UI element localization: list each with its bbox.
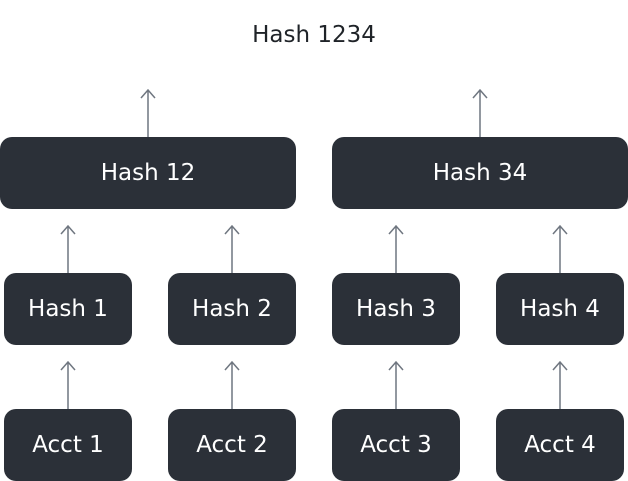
arrow-acct1-to-hash1	[60, 360, 76, 409]
node-label: Acct 1	[32, 432, 104, 458]
node-label: Hash 2	[192, 296, 272, 322]
node-label: Hash 1	[28, 296, 108, 322]
arrow-acct3-to-hash3	[388, 360, 404, 409]
node-hash-3: Hash 3	[332, 273, 460, 345]
node-label: Acct 3	[360, 432, 432, 458]
arrow-hash12-to-root	[140, 88, 156, 137]
node-acct-3: Acct 3	[332, 409, 460, 481]
node-label: Hash 4	[520, 296, 600, 322]
node-hash-4: Hash 4	[496, 273, 624, 345]
node-hash-34: Hash 34	[332, 137, 628, 209]
arrow-acct4-to-hash4	[552, 360, 568, 409]
node-acct-1: Acct 1	[4, 409, 132, 481]
node-label: Hash 34	[432, 160, 528, 186]
arrow-hash1-to-hash12	[60, 224, 76, 273]
node-acct-2: Acct 2	[168, 409, 296, 481]
node-hash-2: Hash 2	[168, 273, 296, 345]
arrow-hash3-to-hash34	[388, 224, 404, 273]
arrow-hash2-to-hash12	[224, 224, 240, 273]
arrow-hash4-to-hash34	[552, 224, 568, 273]
node-label: Acct 4	[524, 432, 596, 458]
root-hash-label: Hash 1234	[252, 22, 376, 48]
node-hash-1: Hash 1	[4, 273, 132, 345]
arrow-acct2-to-hash2	[224, 360, 240, 409]
node-hash-12: Hash 12	[0, 137, 296, 209]
node-label: Acct 2	[196, 432, 268, 458]
arrow-hash34-to-root	[472, 88, 488, 137]
node-label: Hash 3	[356, 296, 436, 322]
node-acct-4: Acct 4	[496, 409, 624, 481]
node-label: Hash 12	[100, 160, 196, 186]
